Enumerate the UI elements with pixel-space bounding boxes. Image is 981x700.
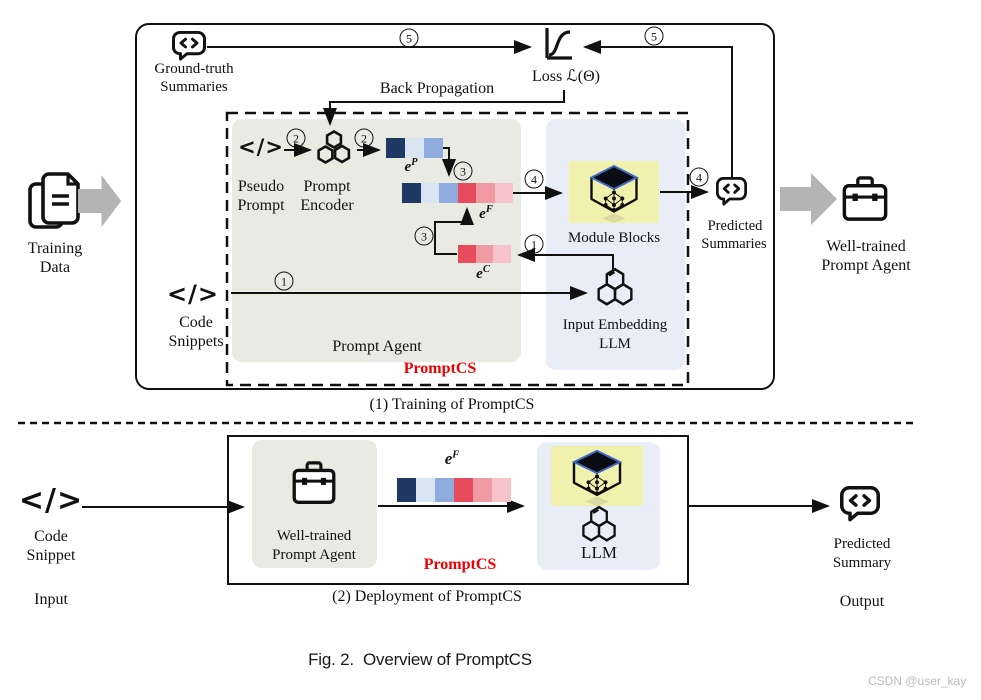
deploy-embedding-eF: [397, 478, 511, 502]
llm-label: LLM: [581, 543, 617, 562]
input-embedding-molecule-icon: [593, 267, 637, 307]
deploy-code-snippet-icon: </>: [18, 483, 84, 518]
deploy-cube-icon: [551, 446, 643, 506]
flow-arrow-left-icon: [78, 172, 122, 230]
step-4-badge-a: 4: [524, 169, 544, 189]
embedding-cell: [420, 183, 439, 203]
embedding-cell: [416, 478, 435, 502]
prompt-agent-label: Prompt Agent: [332, 338, 422, 355]
embedding-cell: [493, 245, 512, 263]
embedding-cell: [475, 245, 494, 263]
predicted-summaries-icon: [716, 177, 747, 206]
embedding-eP-label: eP: [404, 157, 418, 175]
code-snippets-label-1: Code: [179, 314, 213, 331]
prompt-encoder-label-1: Prompt: [303, 178, 351, 195]
step-3-badge-a: 3: [453, 161, 473, 181]
embedding-cell: [454, 478, 473, 502]
predicted-summaries-label-1: Predicted: [707, 218, 763, 234]
embedding-eF-label: eF: [479, 204, 493, 222]
watermark: CSDN @user_kay: [868, 674, 967, 688]
training-data-label-1: Training: [27, 240, 83, 257]
embedding-cell: [476, 183, 495, 203]
embedding-cell: [439, 183, 458, 203]
step-5-badge-left: 5: [399, 28, 419, 48]
well-trained-label-2: Prompt Agent: [821, 257, 911, 274]
ground-truth-summaries-icon: [172, 31, 206, 61]
training-data-label-2: Data: [39, 259, 71, 276]
embedding-eF: [402, 183, 513, 203]
ground-truth-label-1: Ground-truth: [154, 61, 234, 77]
code-snippets-icon: </>: [167, 280, 219, 308]
prompt-encoder-label-2: Encoder: [300, 197, 354, 214]
input-embedding-label-1: Input Embedding: [562, 317, 668, 333]
predicted-summary-label-1: Predicted: [833, 536, 891, 552]
deploy-code-label-1: Code: [34, 528, 68, 545]
prompt-encoder-hexagons-icon: [315, 130, 351, 166]
deploy-well-trained-label-1: Well-trained: [276, 528, 352, 544]
embedding-cell: [397, 478, 416, 502]
input-embedding-label-2: LLM: [599, 336, 631, 352]
embedding-cell: [435, 478, 454, 502]
pseudo-prompt-label-1: Pseudo: [237, 178, 285, 195]
input-label: Input: [34, 591, 68, 608]
deploy-code-label-2: Snippet: [26, 547, 76, 564]
embedding-cell: [458, 245, 476, 263]
training-outer-box: [135, 23, 775, 390]
embedding-cell: [402, 183, 421, 203]
embedding-cell: [424, 138, 443, 158]
output-label: Output: [839, 593, 885, 610]
embedding-eC-label: eC: [476, 264, 490, 282]
training-caption: (1) Training of PromptCS: [369, 396, 535, 413]
predicted-summary-label-2: Summary: [832, 555, 892, 571]
deploy-llm-molecule-icon: [578, 505, 620, 543]
deploy-briefcase-icon: [291, 461, 337, 506]
step-4-badge-b: 4: [689, 167, 709, 187]
embedding-cell: [494, 183, 513, 203]
predicted-summary-icon: [840, 486, 880, 522]
step-5-badge-right: 5: [644, 26, 664, 46]
embedding-eP: [386, 138, 443, 158]
embedding-cell: [386, 138, 405, 158]
loss-curve-icon: [542, 26, 576, 62]
step-1-badge-a: 1: [524, 234, 544, 254]
pseudo-prompt-code-icon: </>: [238, 135, 284, 159]
embedding-cell: [405, 138, 424, 158]
ground-truth-label-2: Summaries: [160, 79, 228, 95]
training-data-documents-icon: [27, 171, 81, 231]
well-trained-label-1: Well-trained: [826, 238, 906, 255]
step-1-badge-b: 1: [274, 271, 294, 291]
back-propagation-label: Back Propagation: [379, 80, 495, 97]
step-3-badge-b: 3: [414, 226, 434, 246]
deploy-well-trained-label-2: Prompt Agent: [272, 547, 356, 563]
well-trained-briefcase-icon: [841, 176, 889, 223]
code-snippets-label-2: Snippets: [168, 333, 224, 350]
module-blocks-cube-icon: [569, 161, 659, 223]
deploy-embedding-eF-label: eF: [444, 449, 460, 468]
embedding-eC: [458, 245, 512, 263]
pseudo-prompt-label-2: Prompt: [237, 197, 285, 214]
flow-arrow-right-icon: [780, 170, 838, 228]
figure-caption: Fig. 2. Overview of PromptCS: [308, 650, 532, 669]
module-blocks-label: Module Blocks: [567, 230, 661, 246]
promptcs-label-deploy: PromptCS: [423, 556, 497, 573]
embedding-cell: [473, 478, 492, 502]
embedding-cell: [457, 183, 476, 203]
loss-label: Loss ℒ(Θ): [532, 68, 600, 85]
deployment-caption: (2) Deployment of PromptCS: [332, 588, 522, 605]
step-2-badge-b: 2: [354, 128, 374, 148]
embedding-cell: [492, 478, 511, 502]
step-2-badge-a: 2: [286, 128, 306, 148]
promptcs-label-training: PromptCS: [403, 360, 477, 377]
predicted-summaries-label-2: Summaries: [701, 236, 767, 252]
